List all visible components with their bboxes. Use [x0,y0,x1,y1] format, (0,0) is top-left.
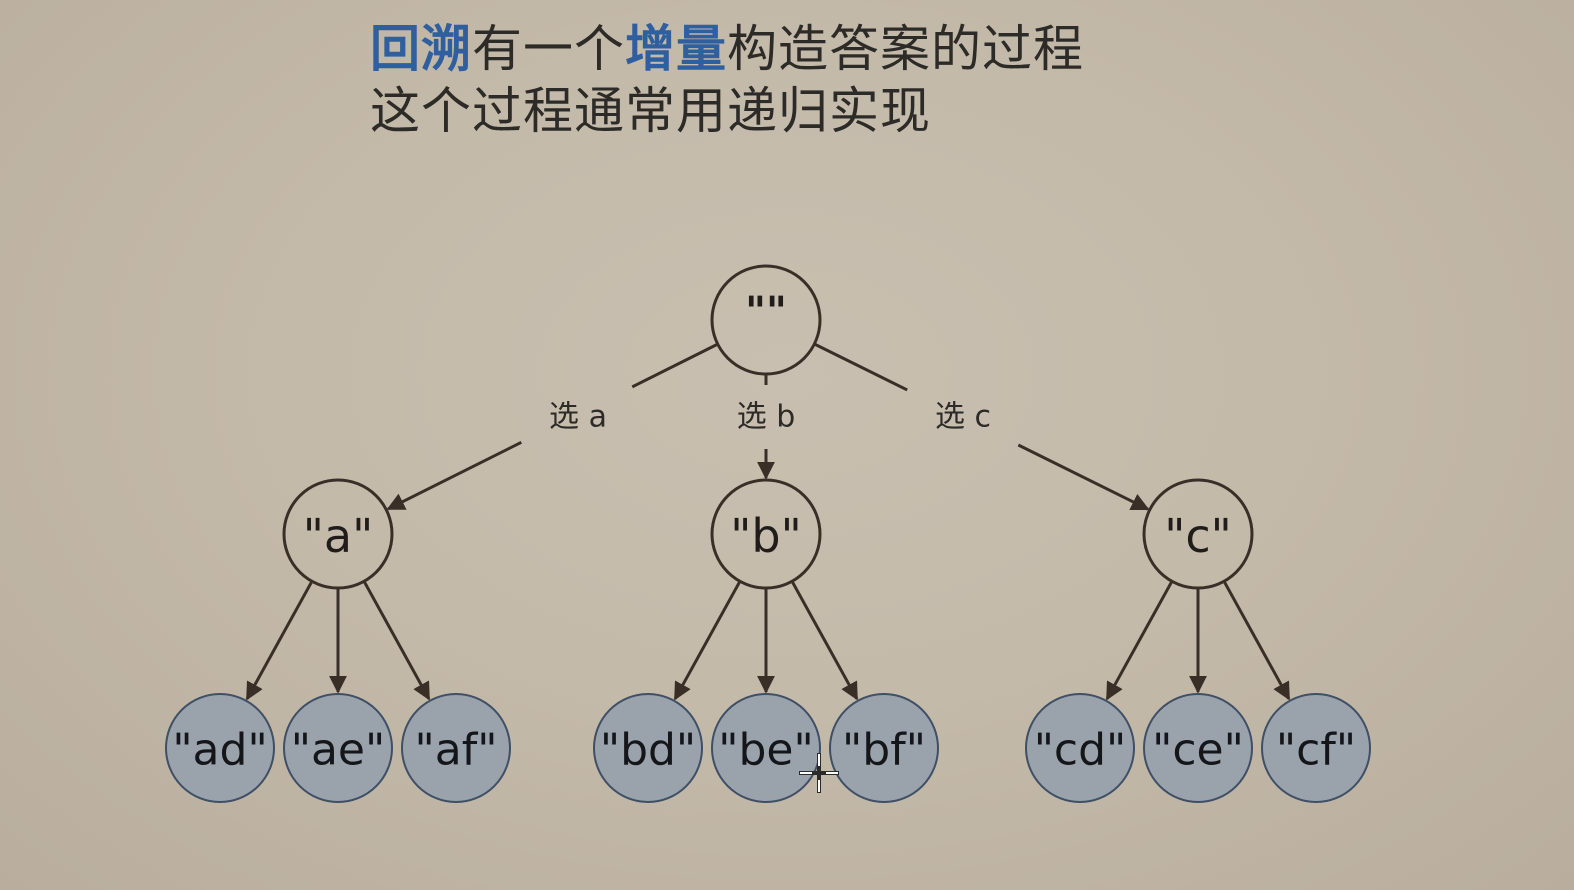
tree-edge-child-to-leaf [790,580,859,701]
tree-edge-root-to-child-arrow [386,440,523,511]
leaf-node [1261,693,1371,803]
tree-edges [245,342,1291,701]
title-text-segment: 构造答案的过程 [727,20,1084,78]
tree-edge-child-to-leaf [245,580,314,701]
leaf-node-label: "be" [718,725,813,776]
leaf-node [711,693,821,803]
leaf-node-label: "ce" [1152,725,1244,776]
tree-edge-root-to-child-upper [631,342,719,389]
leaf-node [1143,693,1253,803]
tree-edge-child-to-leaf [1222,580,1291,701]
child-node-label: "b" [730,509,802,563]
title-highlight-backtracking: 回溯 [370,20,472,78]
leaf-node-label: "bd" [600,725,696,776]
leaf-node [593,693,703,803]
root-node [710,264,822,376]
leaf-node [1025,693,1135,803]
leaf-node [829,693,939,803]
leaf-node [283,693,393,803]
tree-nodes: "" "a" "b" "c" "ad" "ae" "af" "bd" "be" "bf" "cd" "… [165,264,1371,803]
leaf-node-label: "bf" [842,725,926,776]
leaf-node-label: "ae" [291,725,386,776]
title-text-segment: 有一个 [472,20,625,78]
tree-edge-child-to-leaf [1105,580,1174,701]
leaf-node-label: "cf" [1276,725,1356,776]
tree-edge-root-to-child-upper [813,342,908,392]
child-node [282,478,394,590]
tree-edge-child-to-leaf [362,580,431,701]
edge-label: 选 c [935,400,991,435]
leaf-node-label: "af" [415,725,498,776]
mouse-cursor [799,753,839,793]
leaf-node [165,693,275,803]
child-node-label: "a" [303,509,374,563]
title-line-1: 回溯有一个增量构造答案的过程 [370,18,1370,80]
tree-edge-root-to-child-arrow [1017,443,1150,511]
child-node [710,478,822,590]
leaf-node-label: "ad" [172,725,267,776]
slide-title: 回溯有一个增量构造答案的过程 这个过程通常用递归实现 [370,18,1370,142]
child-node-label: "c" [1164,509,1232,563]
edge-label: 选 b [737,400,796,435]
root-node-label: "" [745,289,787,335]
tree-edge-child-to-leaf [673,580,742,701]
edge-label: 选 a [549,400,607,435]
leaf-node [401,693,511,803]
leaf-node-label: "cd" [1034,725,1127,776]
child-node [1142,478,1254,590]
title-highlight-incremental: 增量 [625,20,727,78]
title-line-2: 这个过程通常用递归实现 [370,82,931,140]
